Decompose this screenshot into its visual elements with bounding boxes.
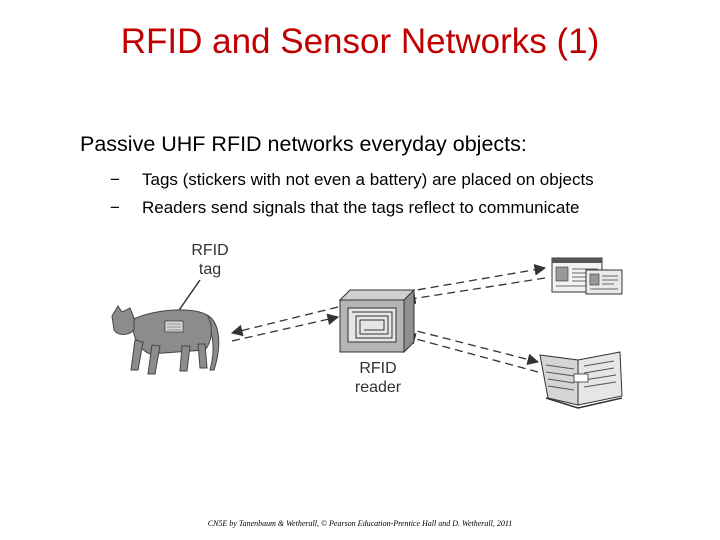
sub-bullet-list: − Tags (stickers with not even a battery)…	[110, 166, 594, 222]
arrow-cat-to-reader	[230, 306, 339, 337]
rfid-diagram	[111, 257, 623, 409]
rfid-figure: RFID tag RFID reader	[0, 230, 720, 510]
arrow-reader-to-book	[404, 327, 540, 366]
reader-label-line2: reader	[354, 379, 402, 396]
sub-bullet-item: − Readers send signals that the tags refl…	[110, 194, 594, 222]
tag-label-line2: tag	[198, 261, 222, 278]
footer-credit: CN5E by Tanenbaum & Wetherall, © Pearson…	[207, 519, 513, 528]
sub-bullet-text: Readers send signals that the tags refle…	[142, 198, 580, 217]
tag-label-line1: RFID	[191, 242, 229, 259]
arrow-reader-to-cat	[231, 313, 340, 342]
arrow-reader-to-card	[404, 264, 547, 293]
slide-title: RFID and Sensor Networks (1)	[120, 22, 600, 61]
arrow-card-to-reader	[403, 277, 546, 305]
arrow-book-to-reader	[403, 333, 539, 373]
reader-label-line1: RFID	[359, 360, 397, 377]
book-icon	[539, 351, 623, 409]
cat-icon	[111, 305, 220, 375]
rfid-reader-label: RFID reader	[345, 359, 411, 397]
rfid-reader-icon	[338, 288, 416, 354]
sub-bullet-text: Tags (stickers with not even a battery) …	[142, 170, 594, 189]
dash-marker: −	[110, 170, 120, 189]
dash-marker: −	[110, 198, 120, 217]
license-card-icon	[551, 257, 623, 295]
rfid-tag-label: RFID tag	[184, 241, 236, 279]
main-bullet: Passive UHF RFID networks everyday objec…	[80, 132, 527, 156]
sub-bullet-item: − Tags (stickers with not even a battery)…	[110, 166, 594, 194]
